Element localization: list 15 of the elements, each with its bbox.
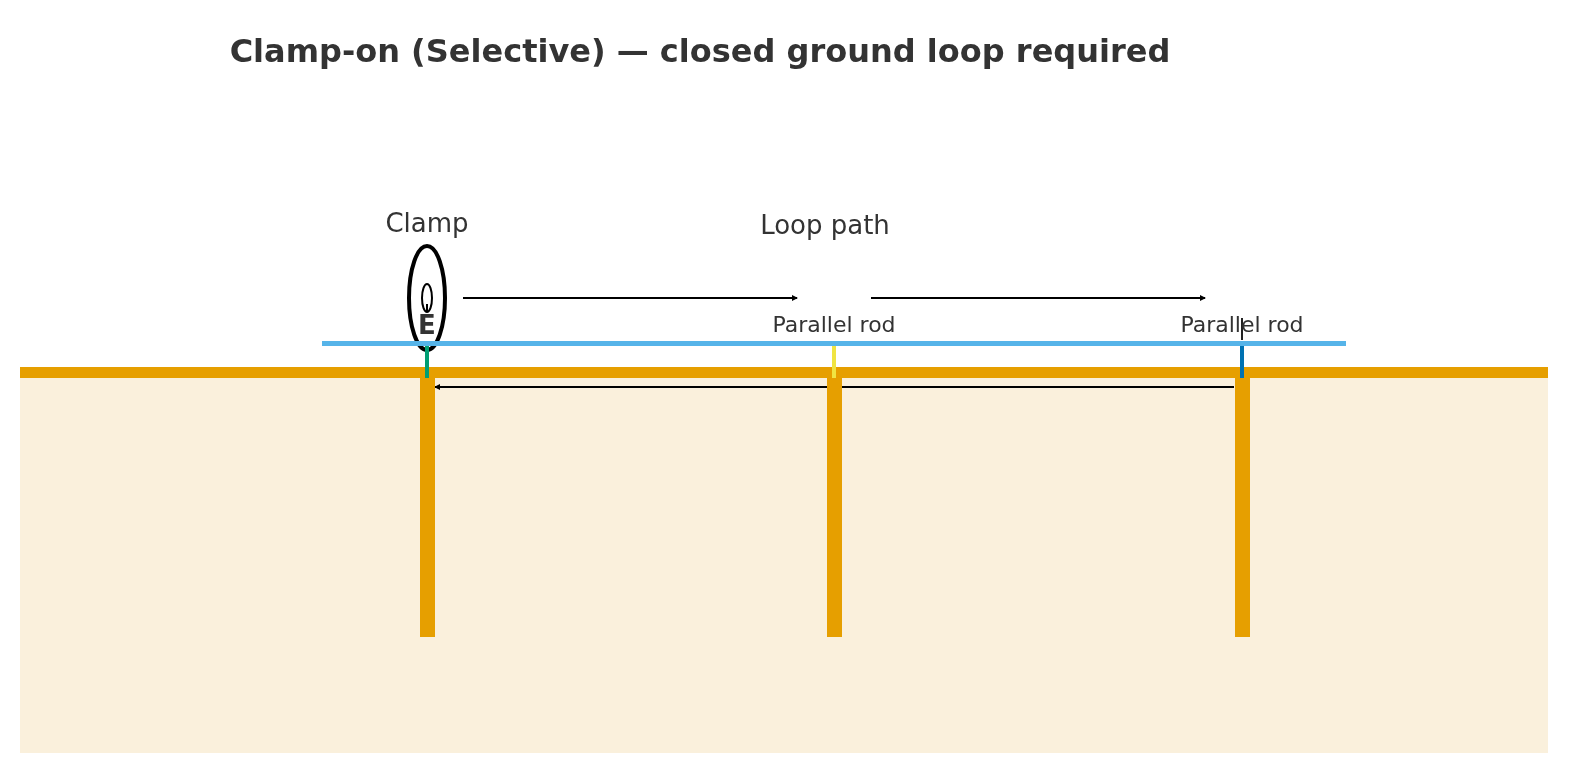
rod-label: Parallel rod: [684, 312, 984, 339]
loop-arrow: [462, 295, 798, 301]
ground-rod: [827, 378, 842, 637]
ground-rod: [420, 378, 435, 637]
clamp-label: Clamp: [384, 208, 470, 238]
lead-wire: [425, 346, 429, 378]
lead-wire: [1240, 346, 1244, 378]
lead-wire: [832, 346, 836, 378]
ground-rod: [1235, 378, 1250, 637]
electrode-label: E: [417, 312, 437, 338]
loop-arrow: [870, 295, 1206, 301]
loop-arrow: [434, 384, 1235, 390]
loop-path-label: Loop path: [759, 210, 891, 242]
ground-wire: [322, 341, 1346, 346]
title: Clamp-on (Selective) — closed ground loop required: [228, 32, 1172, 70]
